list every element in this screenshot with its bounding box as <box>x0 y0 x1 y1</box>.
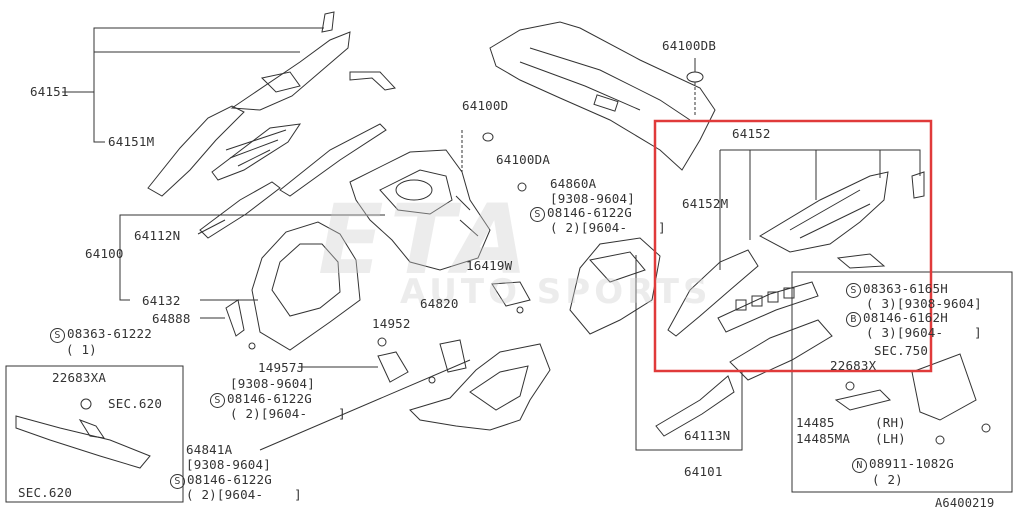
label-64820: 64820 <box>420 296 459 311</box>
badge-b: B <box>846 312 861 327</box>
label-16419w: 16419W <box>466 258 513 273</box>
highlight-frame <box>653 119 933 373</box>
part-14952 <box>377 351 409 383</box>
part-64152m <box>667 249 759 337</box>
label-bolt-08363-6165h-text: 08363-6165H <box>863 281 948 296</box>
part-64112n <box>199 181 281 239</box>
part-64100 <box>349 149 491 271</box>
label-64100da: 64100DA <box>496 152 551 167</box>
label-bolt-08146-6122g-c-qty: ( 2)[9604- ] <box>186 487 302 502</box>
badge-s: S <box>170 474 185 489</box>
part-64151 <box>230 31 351 111</box>
leader-64101 <box>635 255 743 451</box>
label-bolt-08363-61222-qty: ( 1) <box>66 342 97 357</box>
label-nut-08911-1082g-text: 08911-1082G <box>869 456 954 471</box>
label-64112n: 64112N <box>134 228 181 243</box>
label-64100: 64100 <box>85 246 124 261</box>
part-64860a <box>569 237 661 335</box>
label-sec620-a: SEC.620 <box>108 396 163 411</box>
plug-64100db <box>686 71 704 83</box>
leader-64100-b <box>119 254 130 301</box>
label-64841a: 64841A <box>186 442 233 457</box>
label-bolt-08363-6165h-qty: ( 3)[9308-9604] <box>866 296 982 311</box>
detail-box-sec750 <box>791 271 1013 493</box>
label-64860a: 64860A <box>550 176 597 191</box>
label-64151m: 64151M <box>108 134 155 149</box>
label-sec750: SEC.750 <box>874 343 929 358</box>
label-bolt-08146-6122g-a-qty: ( 2)[9604- ] <box>550 220 666 235</box>
label-bolt-08363-61222-text: 08363-61222 <box>67 326 152 341</box>
label-64100d: 64100D <box>462 98 509 113</box>
label-64860a-range: [9308-9604] <box>550 191 635 206</box>
label-64113n: 64113N <box>684 428 731 443</box>
leader-64151m <box>93 92 105 143</box>
leader-64112n <box>197 219 226 235</box>
label-14485-side: (RH) <box>875 415 906 430</box>
leader-64100 <box>119 214 385 254</box>
badge-s: S <box>210 393 225 408</box>
badge-s: S <box>530 207 545 222</box>
badge-s: S <box>50 328 65 343</box>
part-64152 <box>758 171 889 253</box>
part-64132 <box>251 221 361 351</box>
label-64100db: 64100DB <box>662 38 717 53</box>
badge-n: N <box>852 458 867 473</box>
label-nut-08911-1082g-qty: ( 2) <box>872 472 903 487</box>
label-sec620-b: SEC.620 <box>18 485 73 500</box>
leader-64151 <box>62 27 324 93</box>
label-64151: 64151 <box>30 84 69 99</box>
label-14957j: 14957J <box>258 360 305 375</box>
label-64152m: 64152M <box>682 196 729 211</box>
label-64841a-range: [9308-9604] <box>186 457 271 472</box>
part-64888 <box>225 299 245 337</box>
label-14957j-range: [9308-9604] <box>230 376 315 391</box>
label-14952: 14952 <box>372 316 411 331</box>
label-bolt-08146-6122g-c-text: 08146-6122G <box>187 472 272 487</box>
leader-64841a <box>259 359 471 451</box>
label-22683x: 22683X <box>830 358 877 373</box>
part-64113n <box>655 375 735 437</box>
label-bolt-08146-6122g-b-text: 08146-6122G <box>227 391 312 406</box>
diagram-code: A6400219 <box>935 496 995 510</box>
part-64152-plate <box>717 281 819 333</box>
label-14485: 14485 <box>796 415 835 430</box>
label-64101: 64101 <box>684 464 723 479</box>
badge-s: S <box>846 283 861 298</box>
part-16419w <box>491 281 531 307</box>
label-64132: 64132 <box>142 293 181 308</box>
part-64820 <box>409 343 551 431</box>
label-14485ma: 14485MA <box>796 431 851 446</box>
part-64151m <box>147 105 245 197</box>
label-64152: 64152 <box>732 126 771 141</box>
plug-64100d <box>482 132 494 142</box>
label-14485ma-side: (LH) <box>875 431 906 446</box>
plug-64100da <box>517 182 527 192</box>
watermark-subtext: AUTO SPORTS <box>400 272 712 312</box>
label-bolt-08146-6122g-a-text: 08146-6122G <box>547 205 632 220</box>
label-bolt-08146-6122g-b-qty: ( 2)[9604- ] <box>230 406 346 421</box>
detail-box-sec620 <box>5 365 184 503</box>
label-bolt-08146-6162h-qty: ( 3)[9604- ] <box>866 325 982 340</box>
cowl-top-panel <box>489 21 716 171</box>
label-bolt-08146-6162h-text: 08146-6162H <box>863 310 948 325</box>
label-22683xa: 22683XA <box>52 370 107 385</box>
watermark-text: ETA <box>318 184 534 296</box>
label-64888: 64888 <box>152 311 191 326</box>
